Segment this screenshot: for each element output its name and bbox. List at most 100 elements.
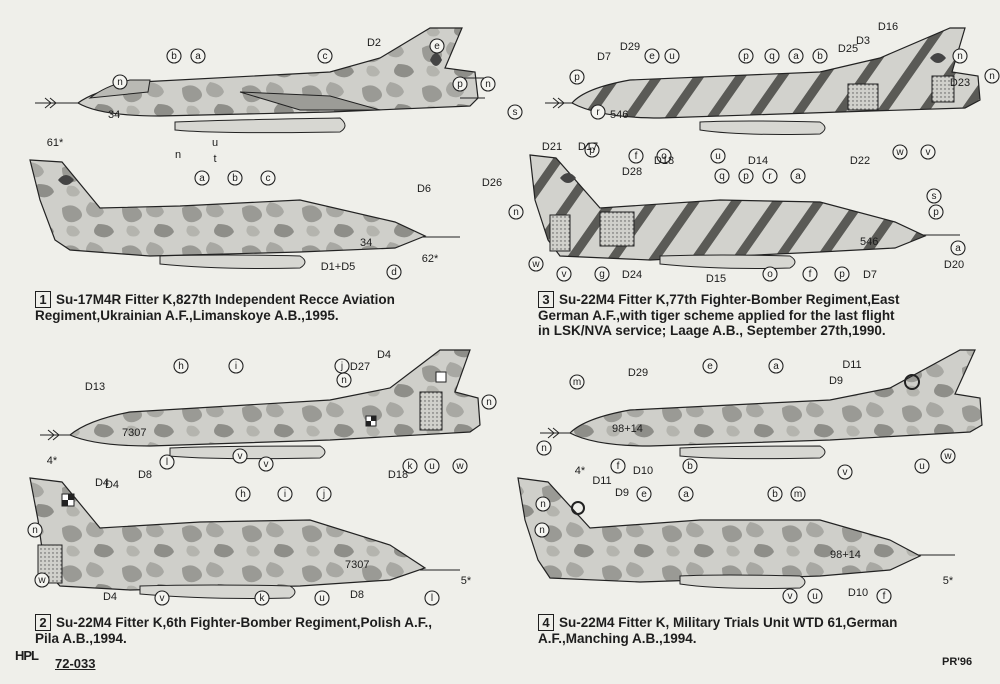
decal-label: D15 [706, 273, 726, 285]
svg-text:a: a [955, 243, 961, 254]
svg-text:w: w [455, 461, 464, 472]
svg-text:n: n [539, 525, 545, 536]
stencil-callout: p [928, 204, 944, 220]
stencil-callout: i [277, 486, 293, 502]
decal-label: D18 [654, 155, 674, 167]
stencil-callout: n [952, 48, 968, 64]
stencil-callout: f [876, 588, 892, 604]
svg-text:g: g [599, 269, 605, 280]
stencil-callout: s [926, 188, 942, 204]
decal-label: D25 [838, 43, 858, 55]
svg-text:h: h [178, 361, 184, 372]
svg-text:n: n [540, 499, 546, 510]
profile-1-bottom-view: 34 [29, 159, 460, 269]
stencil-callout: a [194, 170, 210, 186]
stencil-callout: a [190, 48, 206, 64]
svg-text:k: k [260, 593, 266, 604]
stencil-callout: v [782, 588, 798, 604]
caption-line1: Su-22M4 Fitter K,6th Fighter-Bomber Regi… [56, 615, 433, 630]
stencil-callout: p [569, 69, 585, 85]
stencil-callout: s [507, 104, 523, 120]
decal-label: D17 [578, 141, 598, 153]
svg-text:p: p [743, 51, 749, 62]
stencil-callout: j [316, 486, 332, 502]
decal-label: 4* [47, 455, 58, 467]
svg-text:98+14: 98+14 [830, 549, 861, 561]
stencil-callout: c [317, 48, 333, 64]
stencil-callout: n [508, 204, 524, 220]
svg-text:b: b [171, 51, 177, 62]
stencil-callout: u [664, 48, 680, 64]
decal-label: D27 [350, 361, 370, 373]
decal-label: D23 [950, 77, 970, 89]
profile-3-bottom-view: 546 [529, 154, 960, 269]
decal-label: D22 [850, 155, 870, 167]
stencil-callout: a [788, 48, 804, 64]
decal-label: D10 [633, 465, 653, 477]
decal-label: D10 [848, 587, 868, 599]
decal-label: D2 [367, 37, 381, 49]
stencil-callout: n [112, 74, 128, 90]
svg-text:v: v [926, 147, 931, 158]
stencil-callout: v [837, 464, 853, 480]
stencil-callout: k [402, 458, 418, 474]
svg-text:p: p [743, 171, 749, 182]
decal-label: D3 [856, 35, 870, 47]
stencil-callout: u [807, 588, 823, 604]
svg-text:n: n [513, 207, 519, 218]
stencil-callout: n [984, 68, 1000, 84]
svg-text:c: c [266, 173, 271, 184]
decal-label: t [213, 153, 216, 165]
decal-label: D13 [85, 381, 105, 393]
svg-text:c: c [323, 51, 328, 62]
svg-text:h: h [240, 489, 246, 500]
stencil-callout: w [892, 144, 908, 160]
stencil-callout: v [232, 448, 248, 464]
stencil-callout: r [590, 104, 606, 120]
svg-text:q: q [719, 171, 725, 182]
stencil-callout: w [940, 448, 956, 464]
caption-number: 4 [538, 614, 554, 631]
stencil-callout: q [764, 48, 780, 64]
svg-text:e: e [434, 41, 440, 52]
stencil-callout: i [228, 358, 244, 374]
stencil-callout: f [628, 148, 644, 164]
svg-text:n: n [32, 525, 38, 536]
svg-text:34: 34 [360, 237, 372, 249]
decal-label: D24 [622, 269, 642, 281]
svg-text:b: b [687, 461, 693, 472]
stencil-callout: f [610, 458, 626, 474]
decal-label: D4 [95, 477, 109, 489]
svg-text:98+14: 98+14 [612, 423, 643, 435]
decal-label: 5* [943, 575, 954, 587]
publisher-logo: HPL [15, 648, 39, 663]
decal-label: 62* [422, 253, 439, 265]
stencil-callout: g [594, 266, 610, 282]
svg-text:n: n [485, 79, 491, 90]
svg-text:a: a [795, 171, 801, 182]
stencil-callout: m [569, 374, 585, 390]
stencil-callout: o [656, 148, 672, 164]
decal-label: D4 [105, 479, 119, 491]
stencil-callout: l [159, 454, 175, 470]
svg-text:v: v [843, 467, 848, 478]
svg-text:k: k [408, 461, 414, 472]
stencil-callout: a [790, 168, 806, 184]
stencil-callout: f [802, 266, 818, 282]
svg-text:v: v [788, 591, 793, 602]
stencil-callout: a [678, 486, 694, 502]
svg-text:v: v [264, 459, 269, 470]
stencil-callout: p [452, 76, 468, 92]
svg-text:v: v [562, 269, 567, 280]
decal-label: D11 [592, 475, 611, 487]
svg-text:s: s [513, 107, 518, 118]
svg-text:n: n [341, 375, 347, 386]
stencil-callout: j [334, 358, 350, 374]
svg-text:546: 546 [860, 236, 878, 248]
stencil-callout: b [812, 48, 828, 64]
svg-text:l: l [166, 457, 168, 468]
stencil-callout: o [762, 266, 778, 282]
svg-text:u: u [919, 461, 925, 472]
